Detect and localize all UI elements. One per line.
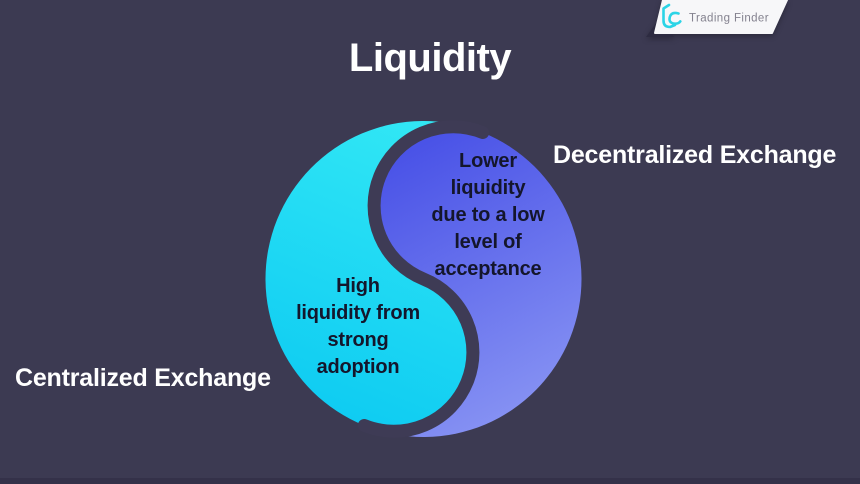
page-title: Liquidity <box>348 36 512 80</box>
brand-ribbon <box>654 0 788 34</box>
dex-shape <box>364 126 582 437</box>
cex-liquidity-note: High liquidity from strong adoption <box>296 275 420 378</box>
brand-badge: Trading Finder <box>628 0 800 46</box>
dex-liquidity-note: Lower liquidity due to a low level of ac… <box>431 150 545 280</box>
s-curve-divider <box>357 120 490 438</box>
bottom-edge-bar <box>0 478 860 484</box>
trading-finder-logo-icon <box>662 3 682 29</box>
cex-label: Centralized Exchange <box>15 364 271 392</box>
dex-label: Decentralized Exchange <box>553 141 837 169</box>
cex-shape <box>265 121 483 432</box>
brand-name: Trading Finder <box>689 13 769 25</box>
